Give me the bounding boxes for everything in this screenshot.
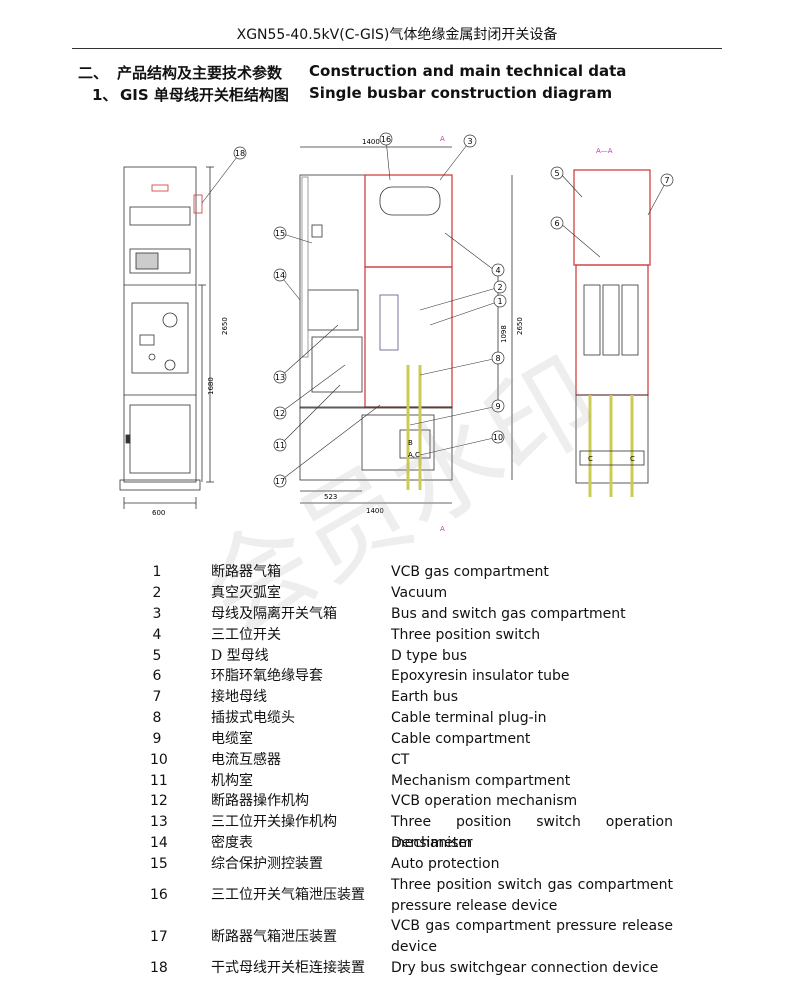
part-number: 3 [152,606,162,622]
dim-mid-h1: 1098 [500,325,508,343]
part-number: 8 [152,710,162,726]
section-mark-bottom: A [440,525,445,533]
callout-16: 16 [381,135,391,144]
callout-2: 2 [497,283,502,292]
part-number: 10 [150,752,168,768]
part-name-en: VCB gas compartment pressure release dev… [391,918,673,955]
dim-mid-523: 523 [324,493,337,501]
part-name-en: Densimeter [391,835,473,851]
callout-17: 17 [275,477,285,486]
callout-15: 15 [275,229,285,238]
dim-mid-h2: 2650 [516,317,524,335]
part-name-cn: 干式母线开关柜连接装置 [211,960,365,976]
part-number: 17 [150,929,168,945]
part-number: 15 [150,856,168,872]
heading2-en: Single busbar construction diagram [309,84,613,102]
part-name-en: CT [391,752,410,768]
part-name-cn: 接地母线 [211,689,267,705]
part-name-cn: 环脂环氧绝缘导套 [211,668,323,684]
part-name-cn: 电流互感器 [211,752,281,768]
part-number: 5 [152,648,162,664]
part-name-en: Epoxyresin insulator tube [391,668,570,684]
part-number: 18 [150,960,168,976]
part-name-en: Three position switch [391,627,541,643]
callout-7: 7 [664,176,669,185]
part-name-cn: 断路器操作机构 [211,793,309,809]
part-name-en: Dry bus switchgear connection device [391,960,659,976]
callouts: 1 2 3 4 5 6 7 8 9 10 11 12 13 14 15 16 1… [233,132,674,488]
dim-left-h2: 1680 [207,377,215,395]
box-label-ac: A,C [408,451,420,459]
part-name-cn: 真空灭弧室 [211,585,281,601]
part-number: 1 [152,564,162,580]
dim-mid-bottom: 1400 [366,507,384,515]
side-view [299,146,513,504]
part-name-cn: 插拔式电缆头 [211,710,295,726]
part-name-en: Cable compartment [391,731,531,747]
box-label-b: B [408,439,413,447]
part-name-en: Bus and switch gas compartment [391,606,626,622]
callout-12: 12 [275,409,285,418]
callout-14: 14 [275,271,285,280]
page-header: XGN55-40.5kV(C-GIS)气体绝缘金属封闭开关设备 [72,22,722,49]
part-name-en: VCB operation mechanism [391,793,578,809]
part-number: 2 [152,585,162,601]
part-number: 13 [150,814,168,830]
part-name-cn: 三工位开关 [211,627,281,643]
dim-mid-top: 1400 [362,138,380,146]
part-name-cn: 断路器气箱泄压装置 [211,929,337,945]
part-number: 9 [152,731,162,747]
part-number: 12 [150,793,168,809]
part-name-cn: 断路器气箱 [211,564,281,580]
callout-4: 4 [495,266,500,275]
part-number: 11 [150,773,168,789]
part-name-en: Mechanism compartment [391,773,571,789]
section-view [573,169,651,497]
front-view [119,166,214,509]
part-number: 4 [152,627,162,643]
part-name-en: Cable terminal plug-in [391,710,547,726]
construction-diagram: 2650 1680 600 1400 1400 523 1098 2650 A … [119,132,674,533]
part-name-en: Three position switch gas compartment pr… [391,877,673,914]
callout-18: 18 [235,149,245,158]
section-mark-top: A [440,135,445,143]
part-name-cn: 机构室 [211,773,253,789]
part-name-en: VCB gas compartment [391,564,549,580]
callout-8: 8 [495,354,500,363]
part-name-en: D type bus [391,648,468,664]
part-name-cn: 密度表 [211,835,253,851]
dim-left-h1: 2650 [221,317,229,335]
heading1-cn: 产品结构及主要技术参数 [117,64,283,82]
part-name-en: Auto protection [391,856,500,872]
callout-10: 10 [493,433,503,442]
callout-9: 9 [495,402,500,411]
callout-13: 13 [275,373,285,382]
part-name-en: Three position switch operation mechanis… [391,814,673,851]
heading2-number: 1、 [92,86,118,104]
part-name-cn: 三工位开关气箱泄压装置 [211,887,365,903]
callout-11: 11 [275,441,285,450]
callout-5: 5 [554,169,559,178]
dim-left-width: 600 [152,509,165,517]
part-name-cn: D 型母线 [211,648,269,664]
part-name-en: Vacuum [391,585,448,601]
part-number: 14 [150,835,168,851]
part-number: 7 [152,689,162,705]
callout-3: 3 [467,137,472,146]
part-name-cn: 电缆室 [211,731,253,747]
callout-1: 1 [497,297,502,306]
heading1-en: Construction and main technical data [309,62,627,80]
heading1-number: 二、 [78,64,109,82]
box-label-c-left: C [588,455,593,463]
part-number: 6 [152,668,162,684]
part-name-cn: 三工位开关操作机构 [211,814,337,830]
part-number: 16 [150,887,168,903]
part-name-cn: 母线及隔离开关气箱 [211,606,337,622]
part-name-cn: 综合保护测控装置 [211,856,323,872]
heading2-cn: GIS 单母线开关柜结构图 [120,86,289,104]
callout-6: 6 [554,219,559,228]
section-title: A—A [596,147,613,155]
box-label-c-right: C [630,455,635,463]
part-name-en: Earth bus [391,689,459,705]
